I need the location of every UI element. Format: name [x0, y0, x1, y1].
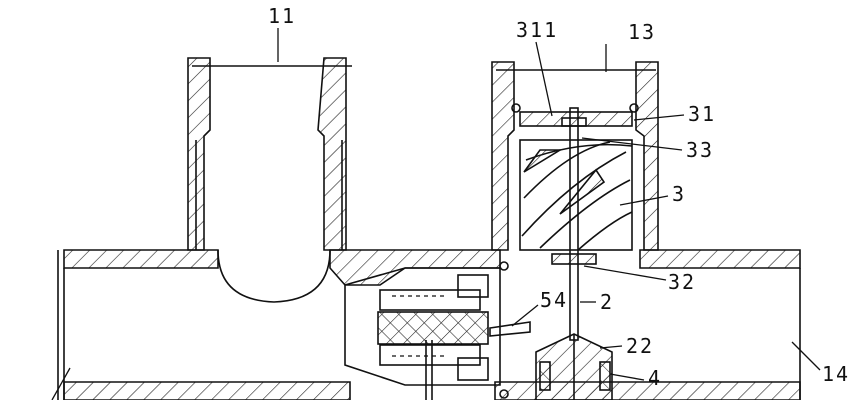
inlet-pipe-11 — [187, 57, 352, 303]
label-14: 14 — [822, 362, 851, 386]
housing-13 — [491, 61, 659, 251]
label-32: 32 — [668, 270, 697, 294]
label-13: 13 — [628, 20, 657, 44]
helical-rotor-3 — [519, 139, 633, 251]
leader-lines — [51, 28, 821, 400]
label-3: 3 — [672, 182, 687, 206]
label-311: 311 — [516, 18, 559, 42]
label-22: 22 — [626, 334, 655, 358]
label-11: 11 — [268, 4, 297, 28]
label-4: 4 — [648, 366, 663, 390]
check-valve-assembly — [344, 261, 531, 400]
label-31: 31 — [688, 102, 717, 126]
label-33: 33 — [686, 138, 715, 162]
label-54: 54 — [540, 288, 569, 312]
label-2: 2 — [600, 290, 615, 314]
nozzle-assembly — [535, 333, 613, 400]
